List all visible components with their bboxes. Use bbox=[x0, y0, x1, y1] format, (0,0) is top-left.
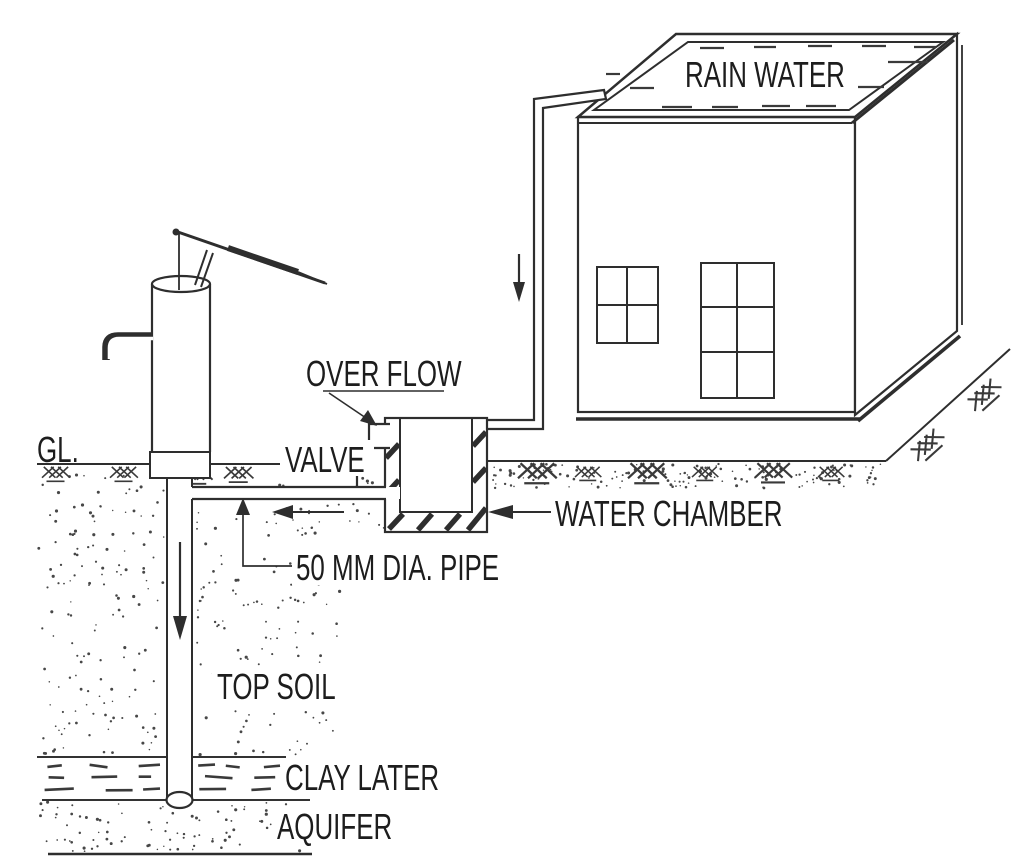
pump-cylinder-top bbox=[150, 274, 212, 294]
over-flow-label: OVER FLOW bbox=[306, 353, 462, 394]
pump-handle bbox=[172, 228, 328, 288]
house-roof-top bbox=[574, 32, 961, 119]
window-right bbox=[700, 262, 775, 399]
aquifer-label: AQUIFER bbox=[277, 806, 393, 847]
water-chamber-label: WATER CHAMBER bbox=[555, 493, 783, 534]
pump-cylinder bbox=[152, 283, 210, 452]
bore-pipe-cap bbox=[165, 790, 194, 810]
label-backgrounds bbox=[212, 440, 507, 848]
roof-slab-edge-right bbox=[851, 38, 955, 125]
overflow-pointer-arrow bbox=[328, 392, 377, 426]
chamber-wall-hatching bbox=[383, 430, 489, 532]
window-left bbox=[596, 266, 659, 344]
pipe-size-pointer-arrow bbox=[236, 498, 294, 567]
pump-base bbox=[149, 451, 211, 479]
supply-flow-arrow bbox=[272, 505, 344, 519]
hand-pump bbox=[102, 228, 328, 810]
house-side-base-line bbox=[856, 334, 962, 423]
ground-slope-line bbox=[885, 348, 1011, 462]
supply-pipe bbox=[190, 471, 400, 519]
ground-level-label: GL. bbox=[37, 429, 79, 470]
overflow-outlet-stub bbox=[367, 422, 390, 450]
downpipe-flow-arrow bbox=[513, 254, 525, 302]
water-chamber-pointer-arrow bbox=[488, 505, 551, 519]
ground-level-lines bbox=[37, 348, 1011, 465]
top-soil-label: TOP SOIL bbox=[217, 666, 336, 707]
pipe-size-label: 50 MM DIA. PIPE bbox=[296, 547, 500, 588]
rain-water-label: RAIN WATER bbox=[685, 54, 845, 95]
bore-pipe bbox=[167, 478, 192, 802]
roof-water-dashes bbox=[606, 44, 936, 109]
bore-flow-arrow bbox=[173, 542, 187, 640]
valve-label: VALVE bbox=[285, 439, 365, 480]
water-chamber bbox=[367, 416, 489, 534]
clay-layer-label: CLAY LATER bbox=[285, 757, 440, 798]
pump-spout bbox=[102, 332, 153, 360]
roof-inner-border bbox=[590, 41, 947, 111]
house bbox=[574, 31, 963, 423]
annotation-leaders bbox=[236, 390, 551, 567]
